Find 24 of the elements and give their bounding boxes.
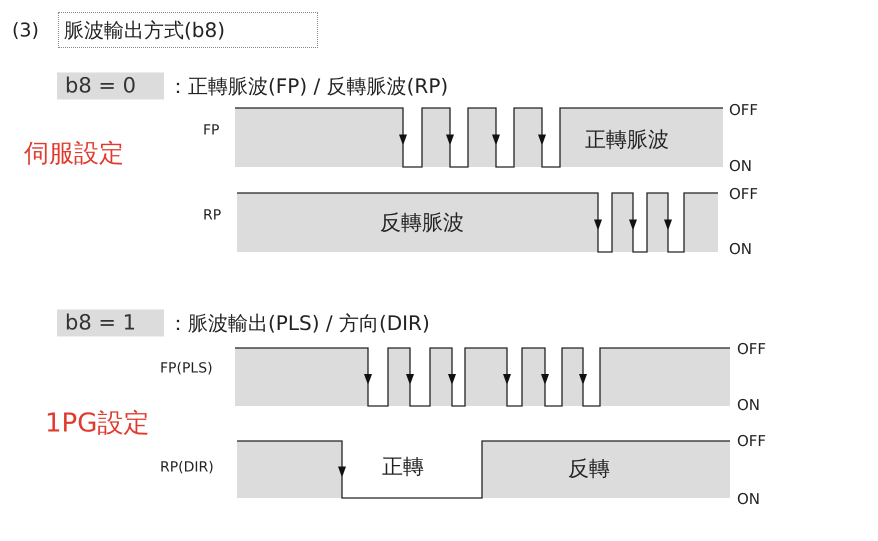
setting-code: b8 = 0 [57, 72, 164, 100]
waveform-label: 反轉 [568, 457, 610, 481]
waveform-label: 反轉脈波 [380, 211, 464, 235]
mode-label: 1PG設定 [45, 410, 150, 438]
signal-name: RP(DIR) [160, 460, 214, 476]
mode-description: ：脈波輸出(PLS) / 方向(DIR) [168, 312, 430, 334]
mode-label: 伺服設定 [24, 139, 124, 167]
signal-name: FP [203, 123, 220, 139]
section-number: (3) [12, 20, 39, 42]
setting-code: b8 = 1 [57, 309, 164, 337]
signal-name: RP [203, 208, 222, 224]
state-label: ON [729, 240, 752, 258]
waveform-label: 正轉 [382, 455, 424, 479]
state-label: OFF [737, 340, 766, 358]
state-label: OFF [737, 432, 766, 450]
state-label: ON [737, 490, 760, 508]
state-label: OFF [729, 102, 758, 118]
state-label: OFF [729, 186, 758, 202]
section-title: 脈波輸出方式(b8) [58, 12, 318, 48]
waveform-label: 正轉脈波 [585, 128, 669, 152]
state-label: ON [729, 158, 752, 174]
mode-description: ：正轉脈波(FP) / 反轉脈波(RP) [168, 75, 448, 97]
signal-name: FP(PLS) [160, 361, 213, 377]
state-label: ON [737, 396, 760, 414]
